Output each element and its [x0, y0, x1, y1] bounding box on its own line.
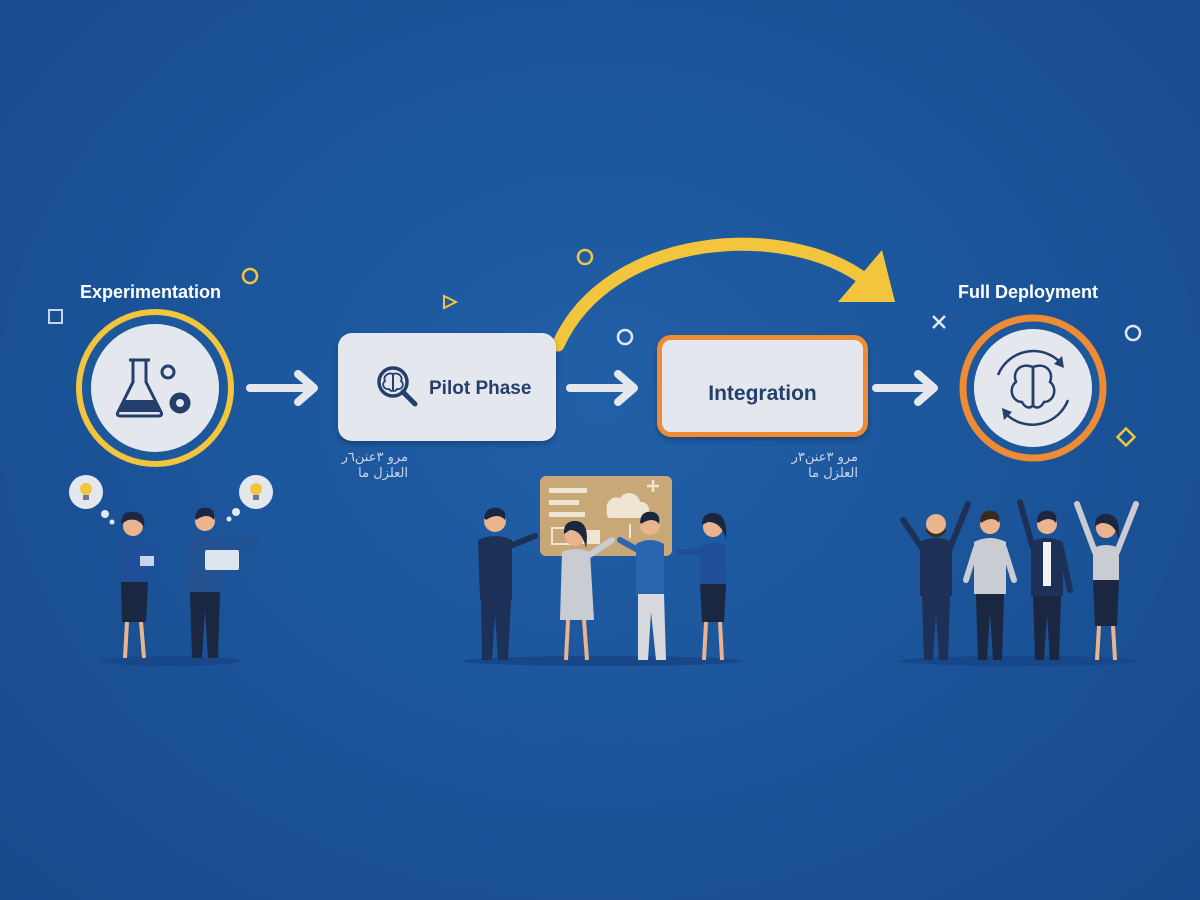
curved-arrow	[551, 237, 895, 352]
integration-box: Integration	[657, 335, 868, 437]
person-man	[188, 507, 258, 658]
experimentation-label: Experimentation	[80, 282, 222, 302]
experimentation-node	[76, 309, 234, 467]
person-woman	[560, 520, 615, 661]
arrow-pilot-to-integration	[566, 370, 638, 406]
team-experimentation	[100, 507, 258, 666]
person-man	[617, 511, 666, 660]
integration-caption: مرو ٣عنن٣ر العلزل ما	[791, 450, 858, 481]
flow-arrows	[246, 370, 938, 406]
person-woman	[677, 512, 727, 661]
circle-decoration	[241, 267, 259, 285]
person-woman	[1074, 501, 1139, 661]
circle-decoration	[1124, 324, 1142, 342]
person-man	[478, 507, 538, 660]
pilot-phase-box: Pilot Phase	[338, 333, 556, 441]
person-man	[963, 510, 1017, 660]
person-woman	[118, 511, 173, 659]
square-decoration	[48, 309, 63, 324]
person-man	[1017, 499, 1073, 660]
deployment-node	[959, 314, 1107, 462]
circle-decoration	[576, 248, 594, 266]
lightbulb-icon	[80, 483, 92, 500]
laptop-icon	[205, 550, 239, 570]
thought-bubbles	[69, 475, 273, 525]
team-pilot	[463, 507, 743, 666]
cloud-icon	[606, 493, 650, 518]
pilot-caption: مرو ٣عنن٦ر العلزل ما	[341, 450, 408, 481]
deployment-label: Full Deployment	[958, 282, 1099, 302]
triangle-decoration	[443, 294, 459, 310]
magnifier-brain-icon	[377, 366, 418, 407]
circle-decoration	[616, 328, 634, 346]
cross-decoration	[932, 315, 946, 329]
lightbulb-icon	[250, 483, 262, 500]
integration-label: Integration	[708, 382, 817, 405]
person-man	[900, 501, 971, 660]
diamond-decoration	[1115, 426, 1137, 448]
flask-gears-icon	[115, 358, 191, 418]
team-deployment	[900, 499, 1140, 666]
decorations	[48, 248, 1142, 448]
pilot-phase-label: Pilot Phase	[429, 378, 532, 399]
arrow-experimentation-to-pilot	[246, 370, 318, 406]
arrow-integration-to-deployment	[872, 370, 938, 406]
brain-cycle-icon	[996, 349, 1070, 426]
